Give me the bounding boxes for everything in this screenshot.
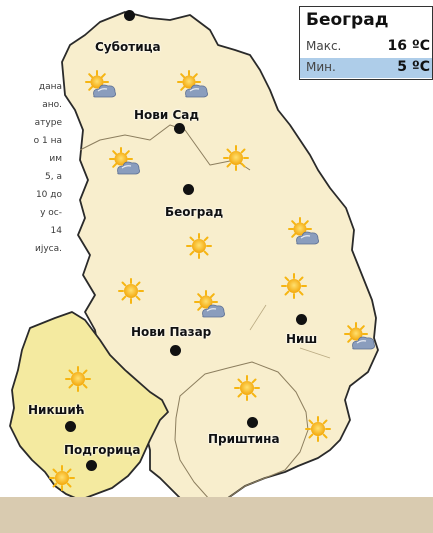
city-dot-nis [296,314,307,325]
partly-cloudy-icon [288,217,319,245]
sun-icon [118,278,144,304]
text-line: атуре [34,118,62,128]
partly-cloudy-icon [344,322,375,350]
sun-icon [49,465,75,491]
sun-icon [305,416,331,442]
sun-icon [223,145,249,171]
min-temp-value: 5 ºC [397,59,430,75]
city-label-pristina: Приштина [208,432,280,446]
text-line: 10 до [35,190,62,200]
city-dot-subotica [124,10,135,21]
text-line: у ос- [40,208,62,218]
bottom-band [0,497,433,533]
min-temp-label: Мин. [306,60,336,74]
city-label-podgorica: Подгорица [64,443,141,457]
city-label-beograd: Београд [165,205,224,219]
belgrade-box-title: Београд [306,10,389,30]
city-label-subotica: Суботица [95,40,161,54]
text-line: дана [38,82,62,92]
city-dot-beograd [183,184,194,195]
text-line: ијуса. [35,244,62,254]
city-dot-novi-pazar [170,345,181,356]
text-line: им [49,154,62,164]
sun-icon [186,233,212,259]
city-label-niksic: Никшић [28,403,85,417]
sun-icon [65,366,91,392]
city-label-novi-sad: Нови Сад [134,108,200,122]
belgrade-forecast-box: Београд Макс. 16 ºC Мин. 5 ºC [299,6,433,80]
article-text-fragment: дана ано. атуре о 1 на им 5, а 10 до у о… [0,78,62,258]
text-line: о 1 на [33,136,62,146]
sun-icon [234,375,260,401]
min-temp-row: Мин. 5 ºC [300,58,432,78]
region-ticks [249,304,331,359]
partly-cloudy-icon [194,290,225,318]
max-temp-label: Макс. [306,39,342,53]
city-dot-niksic [65,421,76,432]
max-temp-row: Макс. 16 ºC [300,37,432,57]
partly-cloudy-icon [85,70,116,98]
partly-cloudy-icon [177,70,208,98]
max-temp-value: 16 ºC [387,38,430,54]
text-line: ано. [42,100,62,110]
text-line: 5, а [45,172,62,182]
partly-cloudy-icon [109,147,140,175]
city-label-nis: Ниш [286,332,318,346]
city-dot-pristina [247,417,258,428]
city-label-novi-pazar: Нови Пазар [131,325,212,339]
vojvodina-boundary [79,124,251,171]
city-dot-novi-sad [174,123,185,134]
text-line: 14 [50,226,62,236]
city-dot-podgorica [86,460,97,471]
kosovo-boundary [174,361,309,501]
montenegro-region [9,311,169,501]
sun-icon [281,273,307,299]
